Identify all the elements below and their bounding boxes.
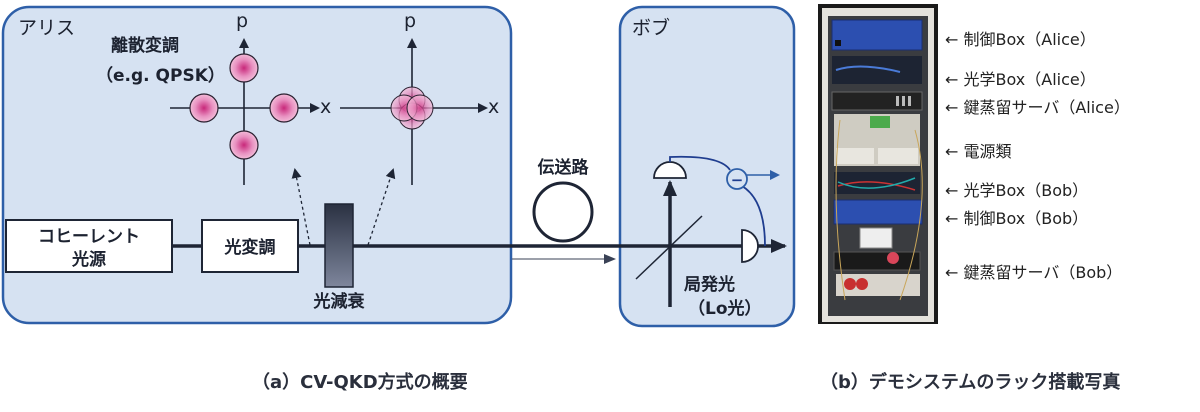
fiber-loop [532, 181, 594, 243]
rack-label-power: ← 電源類 [945, 138, 1012, 162]
caption-a: （a）CV-QKD方式の概要 [252, 372, 468, 393]
rack-unit-server-alice [831, 91, 923, 111]
modulator-label: 光変調 [224, 237, 276, 258]
coherent-source-box [5, 219, 173, 273]
bob-label: ボブ [632, 16, 670, 39]
state-right-att [406, 94, 434, 122]
state-right [269, 93, 299, 123]
rack-label-text: 鍵蒸留サーバ（Bob） [963, 263, 1123, 282]
phase-space-attenuated: p x [340, 10, 499, 185]
rack-unit-control-bob [833, 199, 923, 225]
left-arrow-icon: ← [945, 30, 959, 49]
lo-label-1: 局発光 [684, 274, 735, 295]
rack-label-optical-alice: ← 光学Box（Alice） [945, 66, 1096, 90]
rack-unit-control-alice [831, 19, 923, 51]
left-arrow-icon: ← [945, 263, 959, 282]
rack-label-text: 鍵蒸留サーバ（Alice） [963, 98, 1130, 117]
rack-photo [818, 4, 938, 324]
channel-label: 伝送路 [538, 157, 590, 178]
state-top [229, 53, 259, 83]
rack-label-server-alice: ← 鍵蒸留サーバ（Alice） [945, 94, 1130, 118]
left-arrow-icon: ← [945, 70, 959, 89]
rack-label-control-alice: ← 制御Box（Alice） [945, 26, 1096, 50]
alice-label: アリス [18, 17, 75, 39]
rack-unit-server-bob [833, 251, 921, 271]
attenuator-label: 光減衰 [313, 291, 366, 312]
subtractor [726, 168, 748, 190]
alice-panel [1, 5, 513, 325]
rack-label-optical-bob: ← 光学Box（Bob） [945, 177, 1088, 201]
rack-label-text: 光学Box（Alice） [963, 70, 1096, 89]
left-arrow-icon: ← [945, 98, 959, 117]
pointer-to-qpsk [291, 168, 311, 246]
axis-x-label-1: x [320, 96, 331, 118]
caption-b: （b）デモシステムのラック搭載写真 [820, 372, 1121, 393]
coherent-source-label-1: コヒーレント [38, 227, 140, 247]
state-bottom [229, 130, 259, 160]
rack-label-text: 電源類 [963, 142, 1012, 161]
state-left [189, 93, 219, 123]
rack-label-text: 光学Box（Bob） [963, 181, 1089, 200]
signal-wire-right [741, 185, 766, 247]
left-arrow-icon: ← [945, 181, 959, 200]
left-arrow-icon: ← [945, 209, 959, 228]
discrete-modulation-label: 離散変調 [111, 35, 179, 56]
detector-top [653, 161, 687, 179]
phase-space-qpsk: p x [170, 10, 331, 185]
lo-label-2: （Lo光） [688, 298, 762, 319]
attenuator [324, 203, 354, 288]
pointer-to-attenuated [367, 168, 396, 246]
axis-p-label-2: p [404, 10, 416, 32]
rack-label-control-bob: ← 制御Box（Bob） [945, 205, 1088, 229]
rack-label-text: 制御Box（Alice） [963, 30, 1096, 49]
modulator-box [201, 219, 299, 273]
axis-x-label-2: x [488, 96, 499, 118]
signal-wire-top [669, 155, 731, 171]
subtractor-symbol: − [731, 171, 744, 189]
discrete-modulation-example: （e.g. QPSK） [96, 65, 225, 86]
axis-p-label-1: p [236, 10, 248, 32]
rack-label-text: 制御Box（Bob） [963, 209, 1089, 228]
left-arrow-icon: ← [945, 142, 959, 161]
rack-unit-optical-alice [832, 56, 922, 84]
rack-label-server-bob: ← 鍵蒸留サーバ（Bob） [945, 259, 1122, 283]
detector-right [741, 229, 759, 263]
coherent-source-label-2: 光源 [71, 249, 106, 270]
